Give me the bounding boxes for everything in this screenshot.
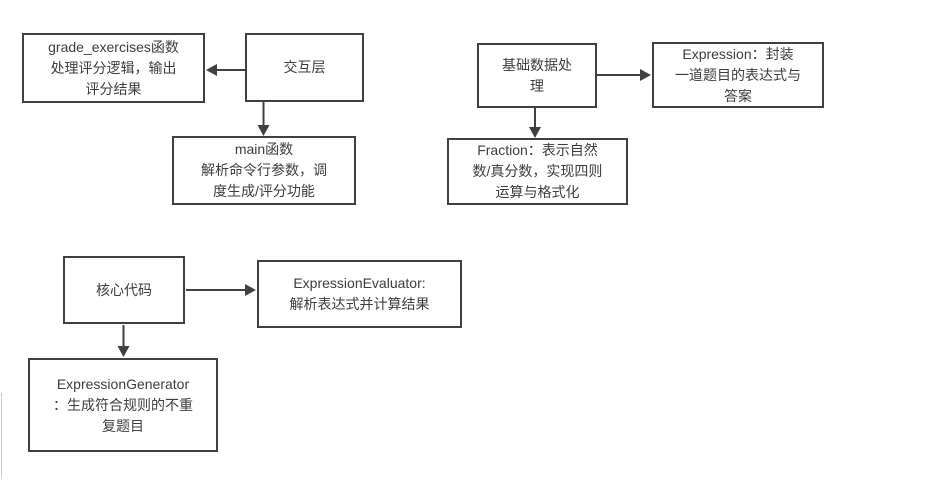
arrow-corecode-to-evaluator: [186, 284, 256, 296]
arrow-basicdata-to-expression: [597, 69, 651, 81]
node-interaction-layer-label: 交互层: [283, 59, 326, 75]
node-interaction-layer[interactable]: 交互层: [245, 33, 364, 102]
arrow-interaction-to-main: [257, 102, 270, 136]
arrow-interaction-to-grade: [206, 64, 245, 76]
node-main-function[interactable]: main函数 解析命令行参数，调 度生成/评分功能: [172, 136, 356, 205]
node-fraction[interactable]: Fraction：表示自然 数/真分数，实现四则 运算与格式化: [447, 138, 628, 205]
node-grade-exercises[interactable]: grade_exercises函数 处理评分逻辑，输出 评分结果: [22, 33, 205, 103]
canvas-edge-line: [1, 393, 2, 478]
node-core-code[interactable]: 核心代码: [63, 256, 185, 324]
arrow-basicdata-to-fraction: [529, 108, 541, 138]
node-expression-generator-label: ExpressionGenerator ：生成符合规则的不重 复题目: [53, 375, 193, 434]
node-basic-data-processing-label: 基础数据处 理: [502, 56, 572, 94]
node-main-function-label: main函数 解析命令行参数，调 度生成/评分功能: [201, 141, 327, 199]
node-expression[interactable]: Expression：封装 一道题目的表达式与 答案: [652, 42, 824, 108]
node-core-code-label: 核心代码: [96, 281, 152, 298]
arrow-corecode-to-generator: [117, 325, 130, 357]
node-expression-evaluator-label: ExpressionEvaluator: 解析表达式并计算结果: [289, 275, 430, 312]
node-expression-generator[interactable]: ExpressionGenerator ：生成符合规则的不重 复题目: [28, 358, 218, 452]
node-grade-exercises-label: grade_exercises函数 处理评分逻辑，输出 评分结果: [48, 38, 179, 97]
node-expression-evaluator[interactable]: ExpressionEvaluator: 解析表达式并计算结果: [257, 260, 462, 328]
node-fraction-label: Fraction：表示自然 数/真分数，实现四则 运算与格式化: [472, 142, 603, 200]
node-expression-label: Expression：封装 一道题目的表达式与 答案: [675, 45, 801, 104]
node-basic-data-processing[interactable]: 基础数据处 理: [477, 43, 597, 108]
